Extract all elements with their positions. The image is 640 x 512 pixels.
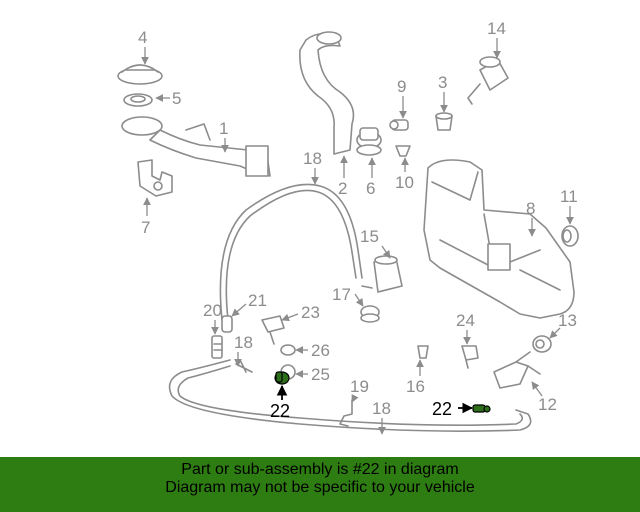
part-16-nozzle [417,345,429,359]
label-18-top: 18 [303,149,322,168]
part-5-seal [123,93,153,107]
part-8-reservoir [423,159,575,319]
label-3: 3 [438,73,447,92]
part-20-connector [211,335,223,359]
label-20: 20 [203,301,222,320]
part-7-bracket [137,159,173,197]
part-12-sensor [493,351,541,389]
label-8: 8 [526,199,535,218]
part-13-plug [532,335,552,353]
label-13: 13 [558,311,577,330]
label-24: 24 [456,311,475,330]
part-22-highlighted-b [472,404,491,413]
label-6: 6 [366,179,375,198]
label-7: 7 [141,218,150,237]
label-22-a: 22 [270,401,290,421]
label-9: 9 [397,77,406,96]
label-1: 1 [219,119,228,138]
part-17-grommet [360,305,380,323]
part-22-highlighted-a [274,371,290,385]
part-3-grommet [435,112,453,131]
part-2-hose [299,31,355,155]
part-18-upper-hose [219,183,363,321]
label-4: 4 [138,28,147,47]
label-17: 17 [332,285,351,304]
label-19: 19 [350,377,369,396]
part-18-lower-hose [168,359,532,432]
label-5: 5 [172,89,181,108]
label-25: 25 [311,365,330,384]
part-10-clip [395,145,411,157]
part-19-clip [339,399,353,427]
part-24-fitting [461,345,479,369]
part-26-grommet [280,344,296,356]
label-11: 11 [560,187,578,206]
banner-line-2: Diagram may not be specific to your vehi… [165,479,475,496]
part-14-pump [467,56,509,105]
banner-line-1: Part or sub-assembly is #22 in diagram [181,461,459,478]
info-banner: Part or sub-assembly is #22 in diagram D… [0,457,640,512]
label-21: 21 [248,291,267,310]
part-9-fitting [389,119,409,131]
part-21-check-valve [221,315,233,333]
part-11-plug [561,225,579,247]
label-14: 14 [487,19,506,38]
label-26: 26 [311,341,330,360]
label-22-b: 22 [432,399,452,419]
label-18-mid: 18 [234,333,253,352]
label-2: 2 [338,179,347,198]
label-12: 12 [538,395,557,414]
part-4-filler-cap [117,64,163,85]
part-1-filler-neck [121,116,271,177]
label-10: 10 [395,173,414,192]
label-23: 23 [301,303,320,322]
label-15: 15 [360,227,379,246]
part-23-nozzle [261,315,285,345]
label-16: 16 [406,377,425,396]
part-6-grommet [356,127,382,156]
label-18-bottom: 18 [372,399,391,418]
leader-lines [141,38,574,435]
parts-diagram: 4 5 1 7 18 2 6 9 10 3 14 8 11 15 17 20 2… [117,19,579,435]
part-15-pump [361,255,403,293]
callout-labels: 4 5 1 7 18 2 6 9 10 3 14 8 11 15 17 20 2… [138,19,578,421]
